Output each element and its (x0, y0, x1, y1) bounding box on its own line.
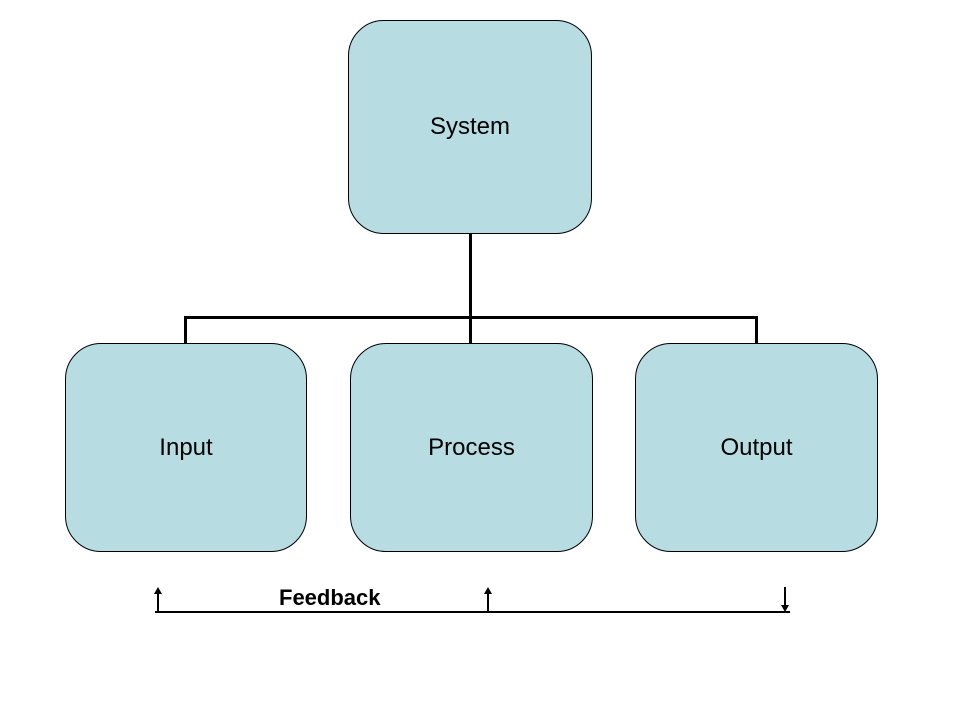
node-output-label: Output (720, 433, 793, 461)
arrow-stem (487, 593, 489, 612)
up-arrow-icon (153, 587, 163, 612)
node-output: Output (635, 343, 878, 552)
node-system: System (348, 20, 592, 234)
up-arrow-icon (483, 587, 493, 612)
arrowhead (484, 587, 492, 594)
connector-drop-output (755, 319, 758, 343)
arrowhead (154, 587, 162, 594)
connector-horizontal-bar (184, 316, 758, 319)
feedback-line (155, 611, 790, 613)
arrowhead (781, 605, 789, 612)
arrow-stem (157, 593, 159, 612)
node-system-label: System (429, 113, 510, 140)
arrow-stem (784, 587, 786, 606)
connector-drop-input (184, 319, 187, 343)
node-process-label: Process (428, 433, 515, 461)
down-arrow-icon (780, 587, 790, 612)
node-input: Input (65, 343, 307, 552)
connector-drop-process (469, 319, 472, 343)
feedback-label: Feedback (279, 585, 381, 610)
node-input-label: Input (159, 433, 213, 461)
connector-system-stem (469, 234, 472, 318)
node-process: Process (350, 343, 593, 552)
